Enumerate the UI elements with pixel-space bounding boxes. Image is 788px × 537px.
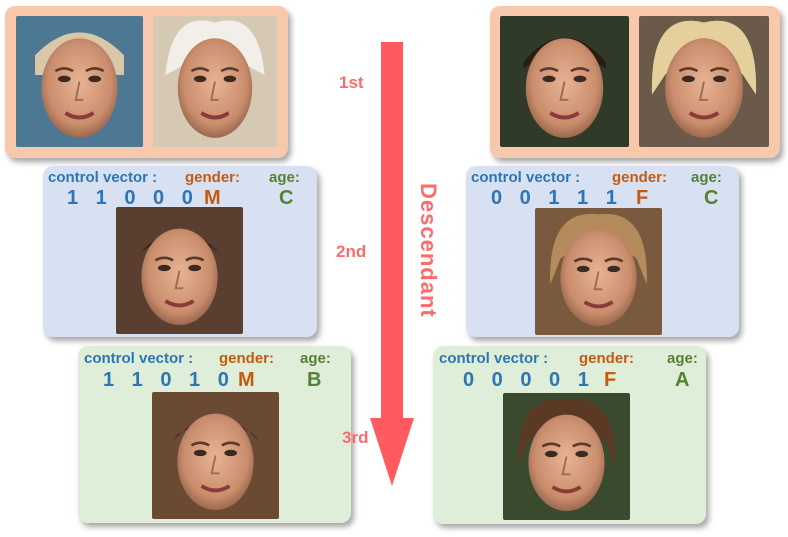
generation-label-2nd: 2nd <box>336 242 367 261</box>
right-parents-panel <box>490 6 780 158</box>
gender-label: gender: <box>219 350 275 367</box>
gender-label: gender: <box>612 169 668 186</box>
left-child-3rd-panel: control vector : gender: age: 1 1 0 1 0 … <box>78 346 351 523</box>
control-vector-value: 0 0 1 1 1 <box>491 187 623 209</box>
left-parents-panel <box>5 6 288 158</box>
age-label: age: <box>691 169 722 186</box>
control-vector-label: control vector : <box>84 350 194 367</box>
generation-label-1st: 1st <box>339 73 364 92</box>
control-vector-label: control vector : <box>48 169 158 186</box>
gender-value: M <box>204 187 221 209</box>
gender-label: gender: <box>185 169 241 186</box>
parent-father-photo <box>16 16 143 147</box>
control-vector-label: control vector : <box>439 350 549 367</box>
control-vector-value: 1 1 0 0 0 <box>67 187 199 209</box>
gender-value: M <box>238 369 255 391</box>
child-face-photo <box>116 207 243 334</box>
control-vector-value: 1 1 0 1 0 <box>103 369 235 391</box>
gender-label: gender: <box>579 350 635 367</box>
control-vector-value: 0 0 0 0 1 <box>463 369 595 391</box>
child-face-photo <box>535 208 662 335</box>
left-child-2nd-panel: control vector : gender: age: 1 1 0 0 0 … <box>43 166 317 337</box>
descendant-arrow <box>370 42 414 486</box>
gender-value: F <box>604 369 617 391</box>
age-label: age: <box>667 350 698 367</box>
parent-mother-photo <box>639 16 769 147</box>
child-face-photo <box>152 392 279 519</box>
parent-father-photo <box>500 16 629 147</box>
age-label: age: <box>269 169 300 186</box>
age-value: B <box>307 369 322 391</box>
age-value: C <box>704 187 719 209</box>
control-vector-label: control vector : <box>471 169 581 186</box>
generation-label-3rd: 3rd <box>342 428 369 447</box>
descendant-label: Descendant <box>416 183 441 318</box>
age-value: C <box>279 187 294 209</box>
age-label: age: <box>300 350 331 367</box>
parent-mother-photo <box>153 16 277 147</box>
age-value: A <box>675 369 690 391</box>
gender-value: F <box>636 187 649 209</box>
right-child-3rd-panel: control vector : gender: age: 0 0 0 0 1 … <box>433 346 706 524</box>
child-face-photo <box>503 393 630 520</box>
right-child-2nd-panel: control vector : gender: age: 0 0 1 1 1 … <box>466 166 739 337</box>
